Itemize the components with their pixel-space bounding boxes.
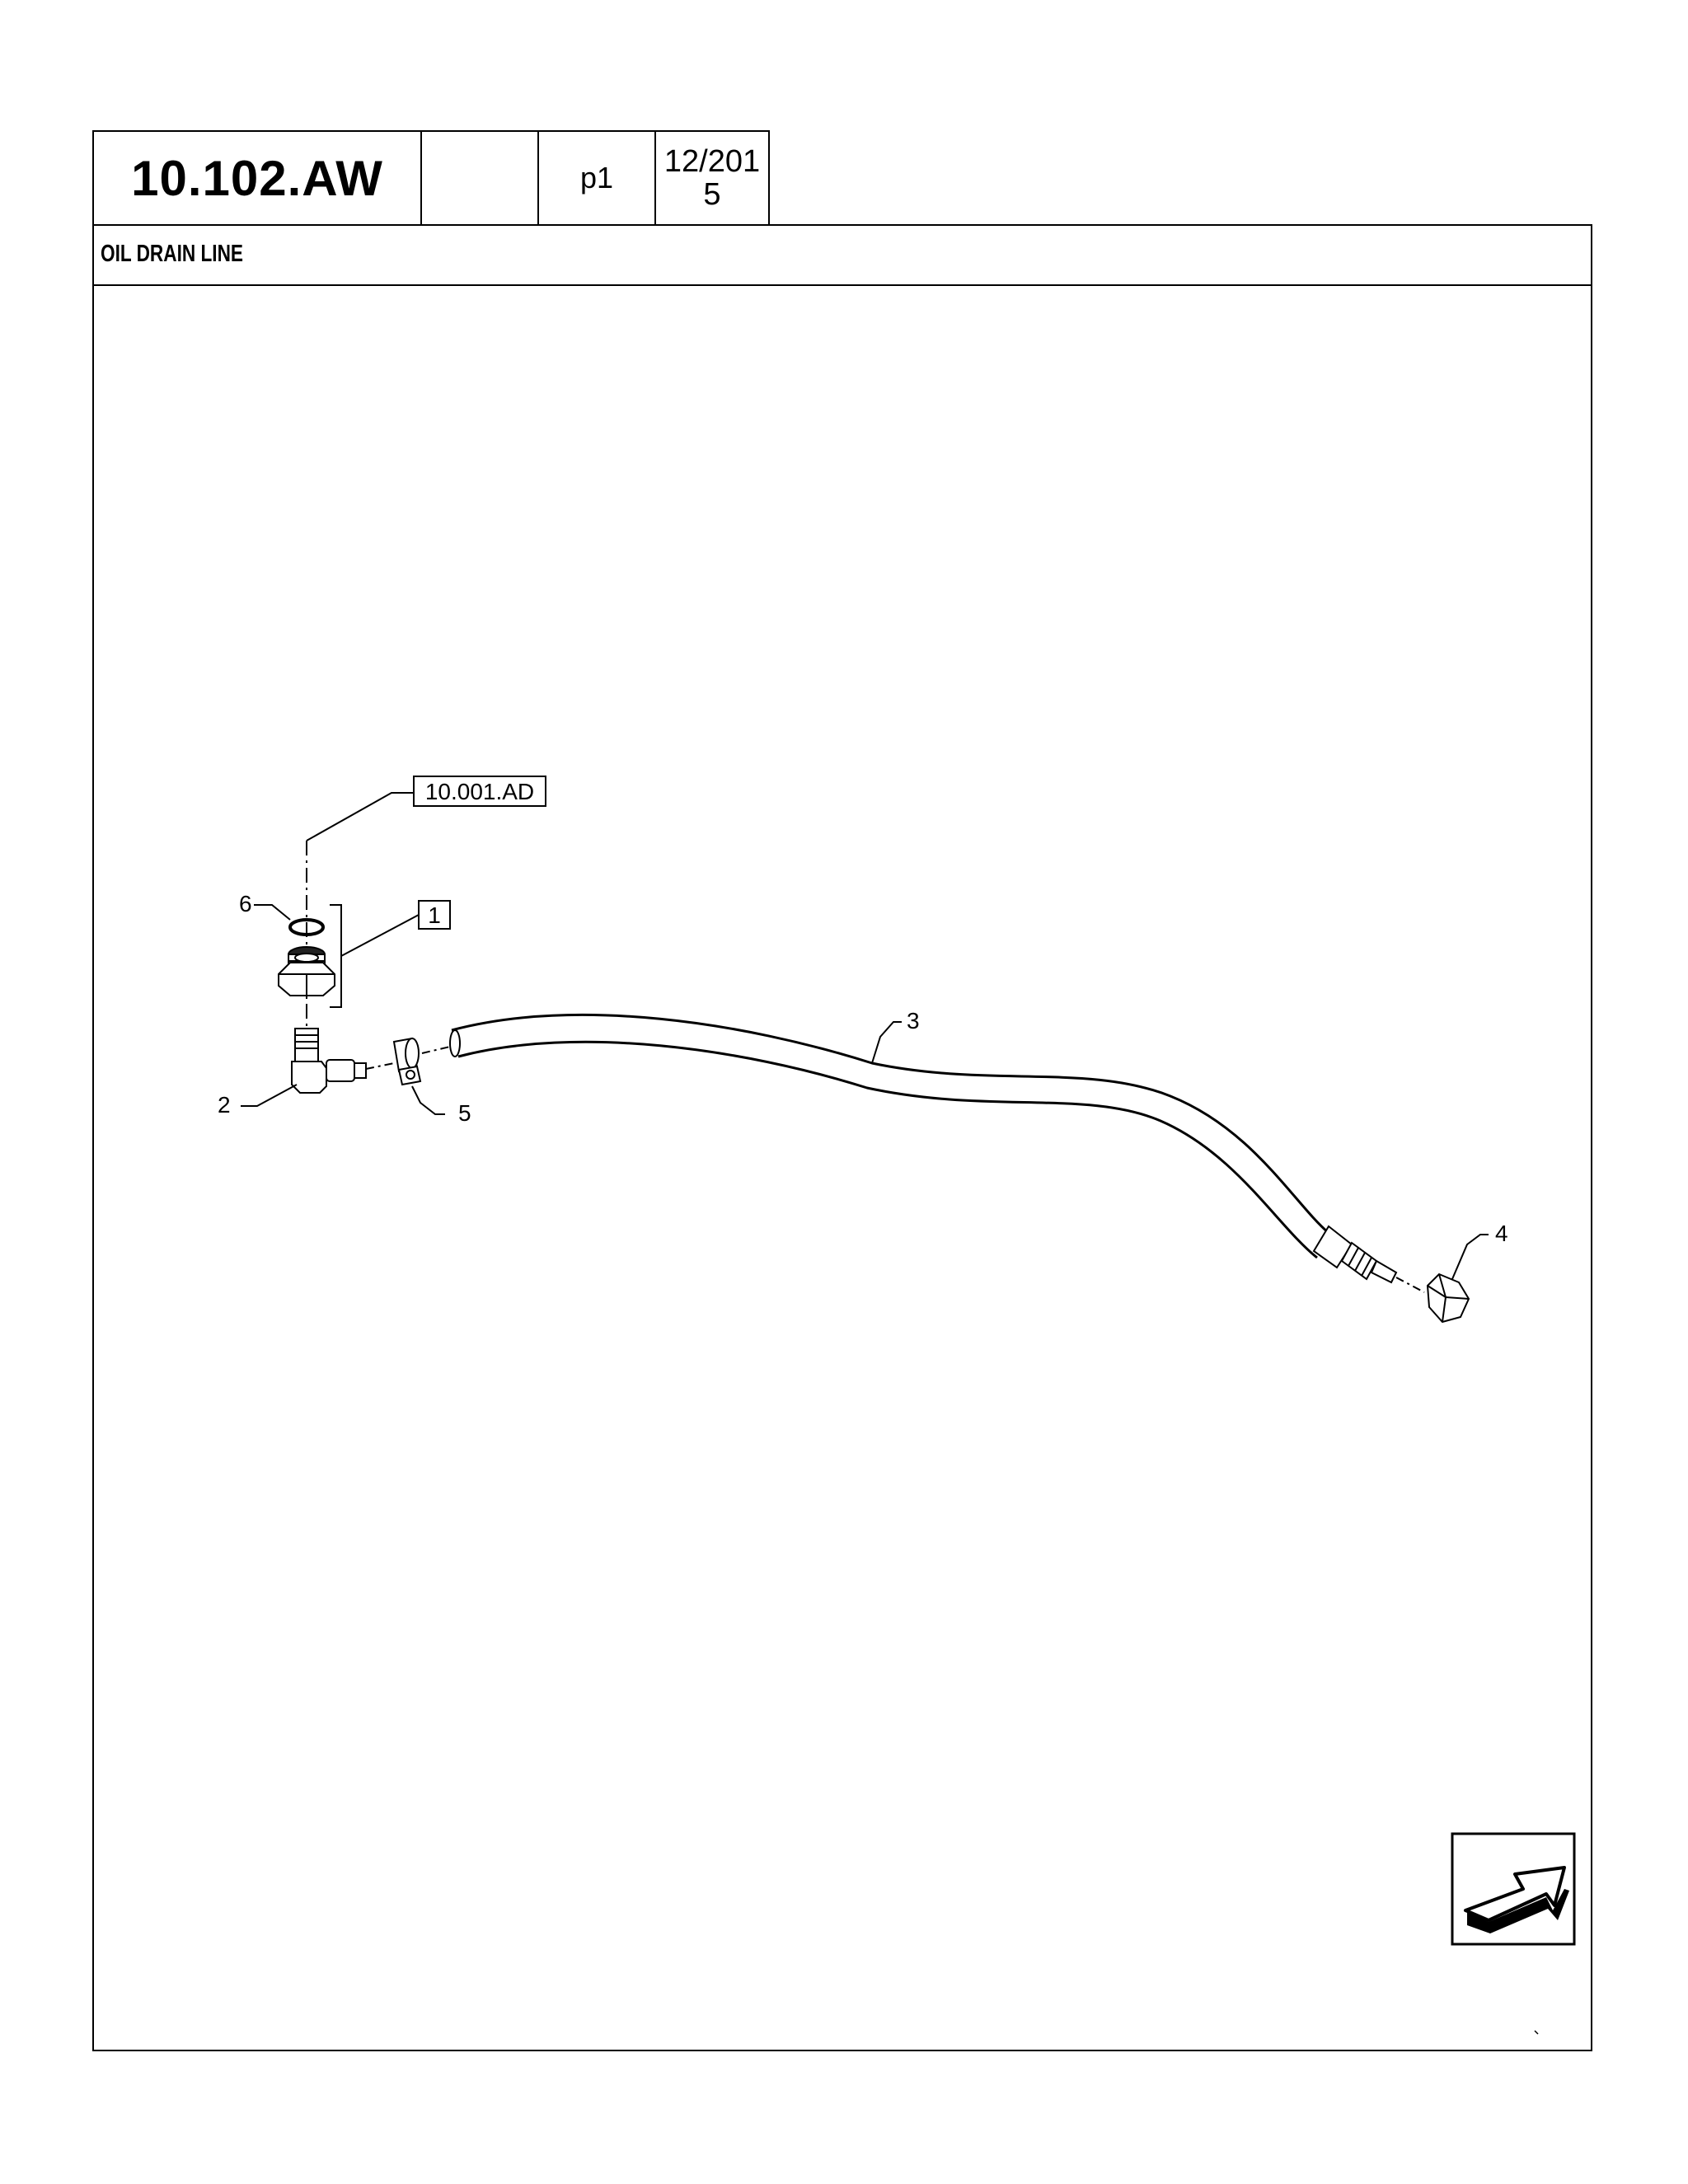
- page-title: OIL DRAIN LINE: [101, 241, 244, 267]
- cap-nut-part: [1426, 1272, 1470, 1324]
- drain-tube-part: [449, 1014, 1329, 1259]
- elbow-fitting-part: [291, 1028, 367, 1094]
- clip-part: [392, 1037, 422, 1086]
- reference-box[interactable]: [413, 776, 546, 807]
- clip-axis-line: [421, 1046, 451, 1054]
- elbow-axis-line: [365, 1062, 395, 1070]
- callout-1-label[interactable]: 1: [428, 902, 441, 928]
- date-line-1: 12/201: [663, 144, 761, 179]
- callout-5-leader: [411, 1085, 445, 1115]
- reference-callout[interactable]: 10.001.AD: [413, 776, 546, 807]
- reference-label[interactable]: 10.001.AD: [425, 779, 534, 804]
- reference-leader: [306, 792, 414, 841]
- callout-2-label[interactable]: 2: [218, 1092, 231, 1118]
- back-arrow-icon[interactable]: [1451, 1832, 1576, 1946]
- callout-2-leader: [241, 1084, 298, 1107]
- callout-3-leader: [871, 1021, 902, 1064]
- stray-mark: [1534, 2030, 1539, 2035]
- tube-end-fitting: [1312, 1225, 1398, 1284]
- callout-5-label[interactable]: 5: [458, 1100, 471, 1126]
- adapter-fitting-part: [278, 946, 335, 996]
- group-bracket: [330, 904, 342, 1008]
- nut-axis-line: [1395, 1277, 1425, 1293]
- date-line-2: 5: [703, 177, 721, 212]
- date-cell: 12/201 5: [654, 130, 770, 226]
- callout-4-label[interactable]: 4: [1495, 1221, 1508, 1246]
- callout-3-label[interactable]: 3: [907, 1008, 920, 1033]
- section-code: 10.102.AW: [131, 150, 383, 206]
- callout-6-leader: [254, 904, 291, 921]
- page-label: p1: [579, 161, 614, 194]
- callout-1-box[interactable]: [418, 900, 451, 930]
- callout-4-leader: [1451, 1234, 1489, 1280]
- title-bar: OIL DRAIN LINE: [92, 224, 1592, 286]
- diagram-frame: [92, 284, 1592, 2051]
- callout-6-label[interactable]: 6: [239, 891, 252, 916]
- o-ring-part: [288, 918, 325, 936]
- callout-1-leader: [340, 914, 420, 957]
- callout-1[interactable]: 1: [418, 900, 451, 930]
